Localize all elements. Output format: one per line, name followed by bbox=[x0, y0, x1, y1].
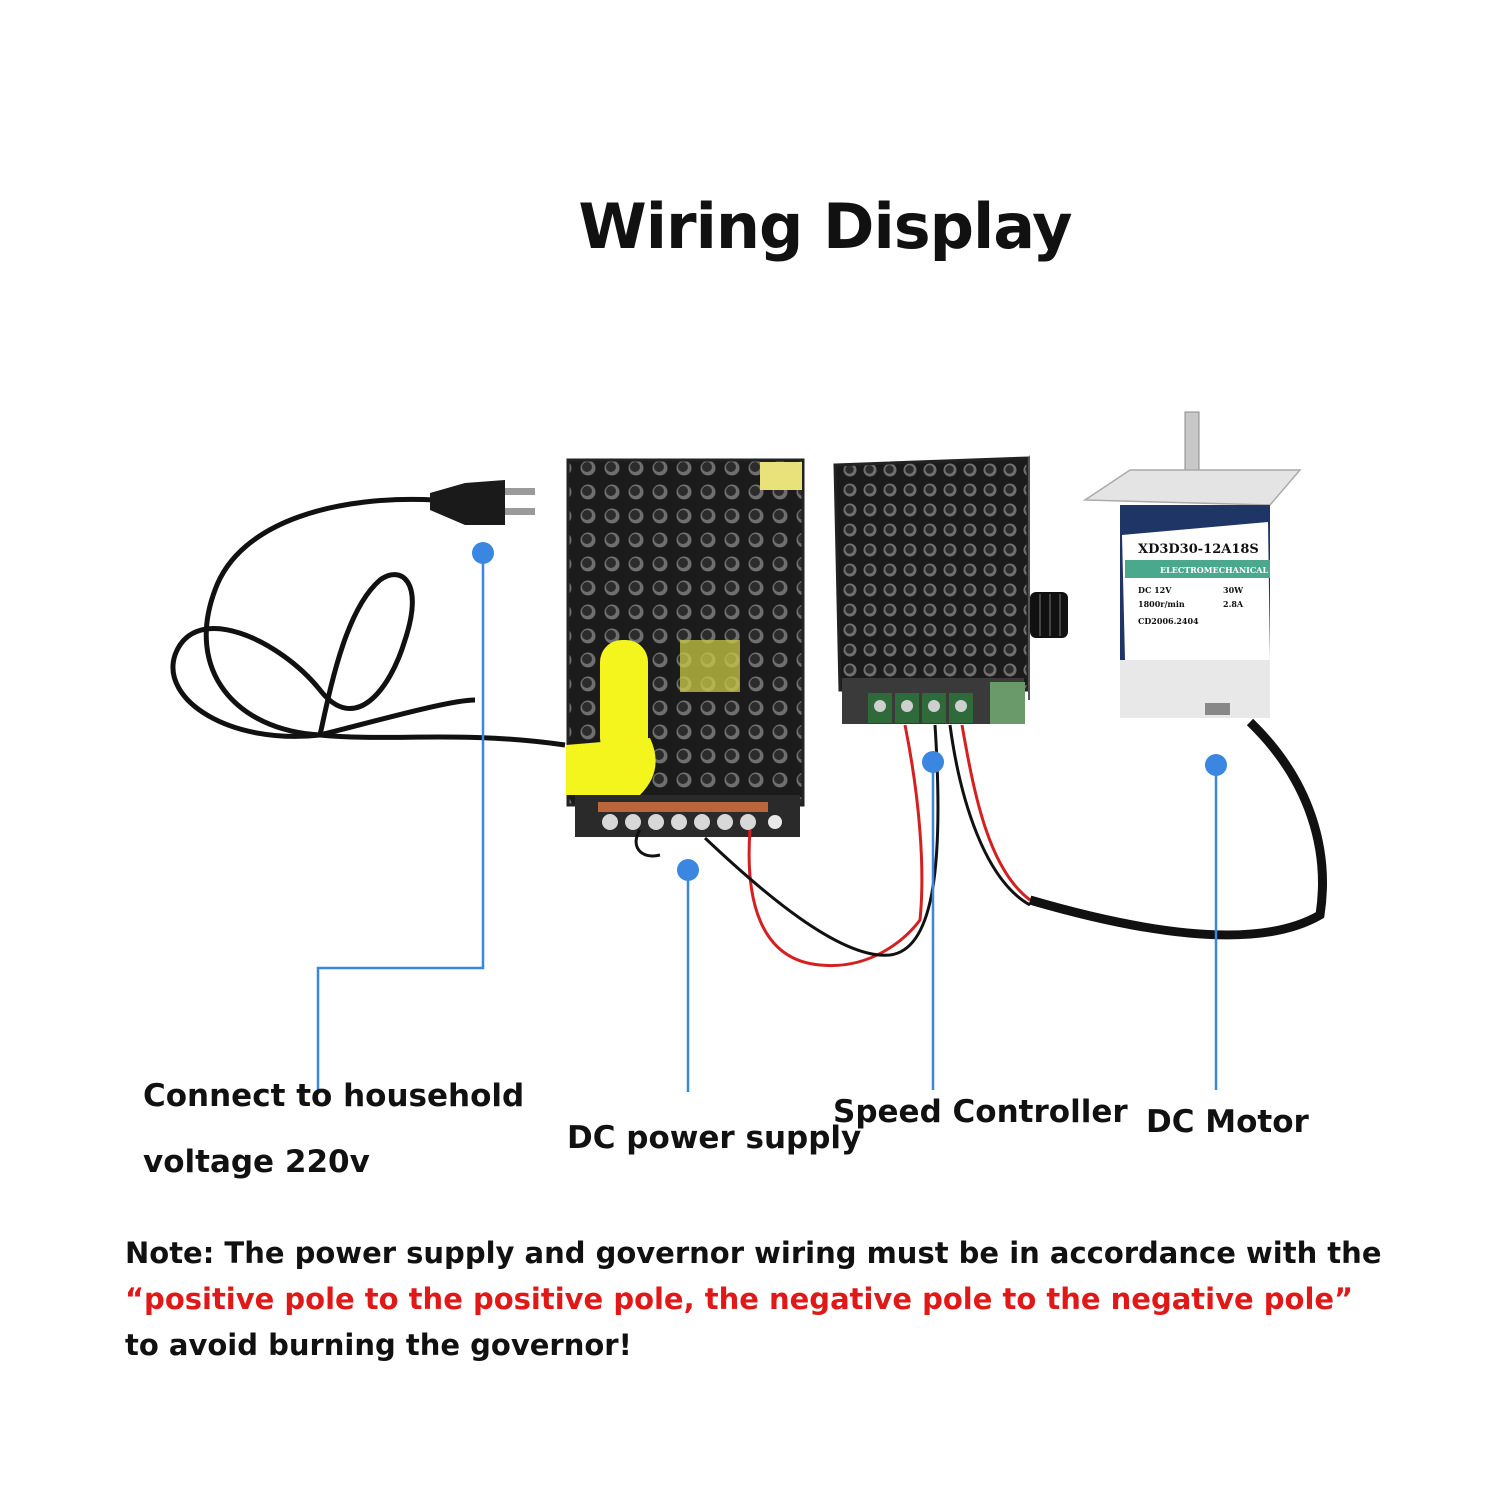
label-household-line1: Connect to household bbox=[143, 1078, 525, 1114]
callout-line-household bbox=[316, 553, 485, 1090]
label-household-line2: voltage 220v bbox=[143, 1144, 370, 1180]
power-supply-terminals bbox=[602, 814, 782, 830]
note-line-1: Note: The power supply and governor wiri… bbox=[125, 1236, 1382, 1270]
motor-serial-label: CD2006.2404 bbox=[1138, 616, 1199, 626]
label-power-supply: DC power supply bbox=[567, 1120, 862, 1156]
callouts bbox=[316, 542, 1227, 1092]
wires bbox=[634, 718, 1327, 968]
power-cord bbox=[170, 496, 566, 748]
motor-speed-label: 1800r/min bbox=[1138, 599, 1185, 609]
speed-controller-unit bbox=[833, 455, 1068, 724]
motor-brand-label: ELECTROMECHANICAL bbox=[1160, 565, 1268, 575]
highlight-patch bbox=[566, 738, 656, 795]
dc-motor-unit: XD3D30-12A18S ELECTROMECHANICAL DC 12V 3… bbox=[1082, 411, 1302, 718]
controller-terminals bbox=[868, 693, 973, 723]
speed-knob-icon bbox=[1030, 592, 1068, 638]
callout-dot-household bbox=[472, 542, 494, 564]
motor-voltage-label: DC 12V bbox=[1138, 585, 1172, 595]
motor-model-label: XD3D30-12A18S bbox=[1138, 542, 1259, 557]
power-supply-unit bbox=[566, 458, 805, 837]
page-title: Wiring Display bbox=[578, 190, 1072, 263]
callout-dot-power-supply bbox=[677, 859, 699, 881]
callout-dot-motor bbox=[1205, 754, 1227, 776]
label-speed-controller: Speed Controller bbox=[833, 1094, 1128, 1130]
note-line-3: to avoid burning the governor! bbox=[125, 1328, 632, 1362]
motor-current-label: 2.8A bbox=[1223, 599, 1244, 609]
plug-icon bbox=[430, 480, 535, 525]
wiring-note: Note: The power supply and governor wiri… bbox=[125, 1230, 1465, 1368]
highlight-patch bbox=[600, 640, 648, 760]
motor-power-label: 30W bbox=[1223, 585, 1244, 595]
callout-dot-speed-controller bbox=[922, 751, 944, 773]
label-motor: DC Motor bbox=[1146, 1104, 1309, 1140]
note-line-2: “positive pole to the positive pole, the… bbox=[125, 1282, 1354, 1316]
